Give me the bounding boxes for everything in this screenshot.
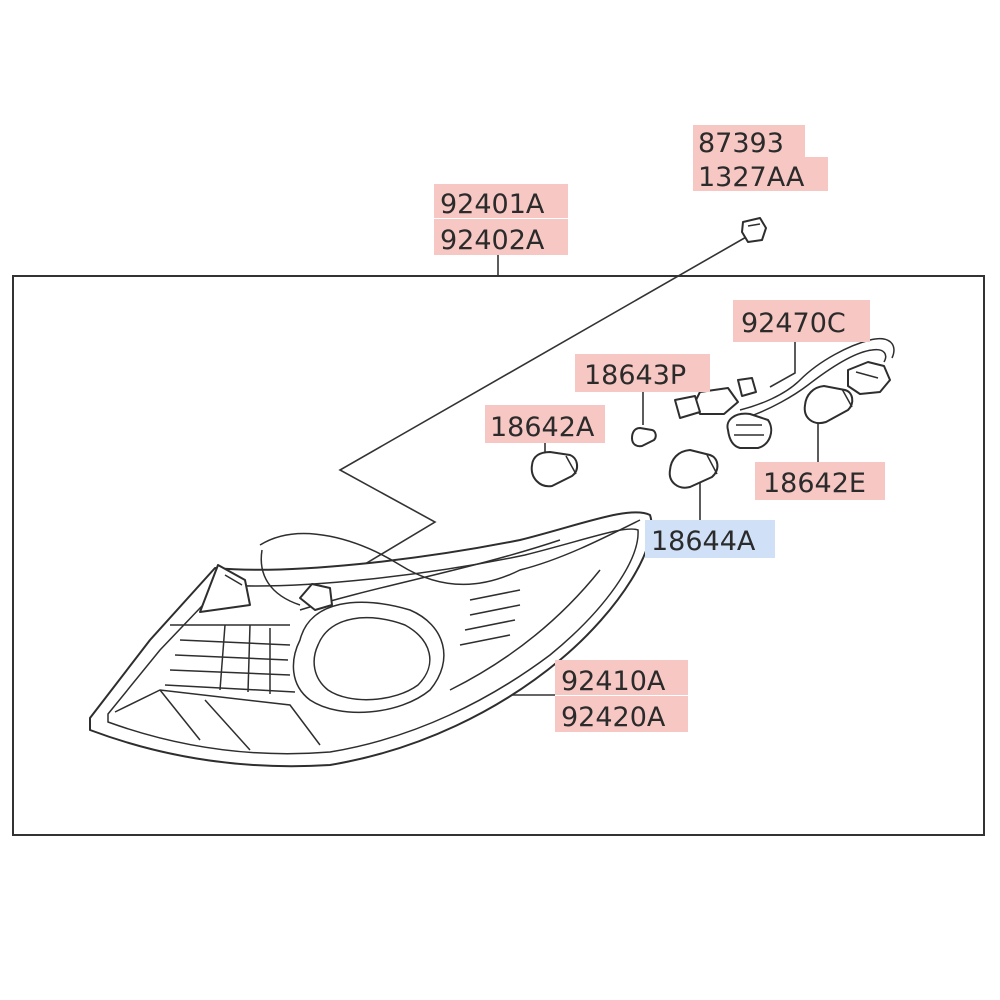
svg-text:18643P: 18643P xyxy=(584,360,686,391)
leader-screw xyxy=(329,235,749,586)
label-18642E[interactable]: 18642E xyxy=(755,462,885,500)
svg-text:92410A: 92410A xyxy=(561,666,666,697)
svg-text:18642A: 18642A xyxy=(490,412,595,443)
label-92401A[interactable]: 92401A xyxy=(434,184,568,220)
svg-text:92401A: 92401A xyxy=(440,189,545,220)
svg-text:87393: 87393 xyxy=(698,128,784,159)
bulb-small-part xyxy=(631,427,657,448)
svg-text:92470C: 92470C xyxy=(741,308,846,339)
bulb-center-part xyxy=(668,449,719,489)
bulb-right-part xyxy=(803,385,854,424)
label-92420A[interactable]: 92420A xyxy=(555,696,688,733)
tail-lamp-assembly xyxy=(89,511,653,768)
svg-text:18644A: 18644A xyxy=(651,526,756,557)
socket-wiring-part xyxy=(674,338,895,449)
label-92470C[interactable]: 92470C xyxy=(733,300,870,342)
label-18644A[interactable]: 18644A xyxy=(645,520,775,558)
svg-text:18642E: 18642E xyxy=(763,468,866,499)
svg-text:92420A: 92420A xyxy=(561,702,666,733)
label-92402A[interactable]: 92402A xyxy=(434,219,568,256)
label-92410A[interactable]: 92410A xyxy=(555,660,688,697)
svg-text:1327AA: 1327AA xyxy=(698,162,805,193)
label-18643P[interactable]: 18643P xyxy=(575,354,710,392)
label-1327AA[interactable]: 1327AA xyxy=(693,157,828,193)
svg-text:92402A: 92402A xyxy=(440,225,545,256)
label-18642A[interactable]: 18642A xyxy=(485,405,605,443)
leader-socket-wiring xyxy=(769,342,796,388)
bulb-left-part xyxy=(530,451,578,488)
label-87393[interactable]: 87393 xyxy=(693,125,805,159)
screw-part xyxy=(741,217,767,243)
